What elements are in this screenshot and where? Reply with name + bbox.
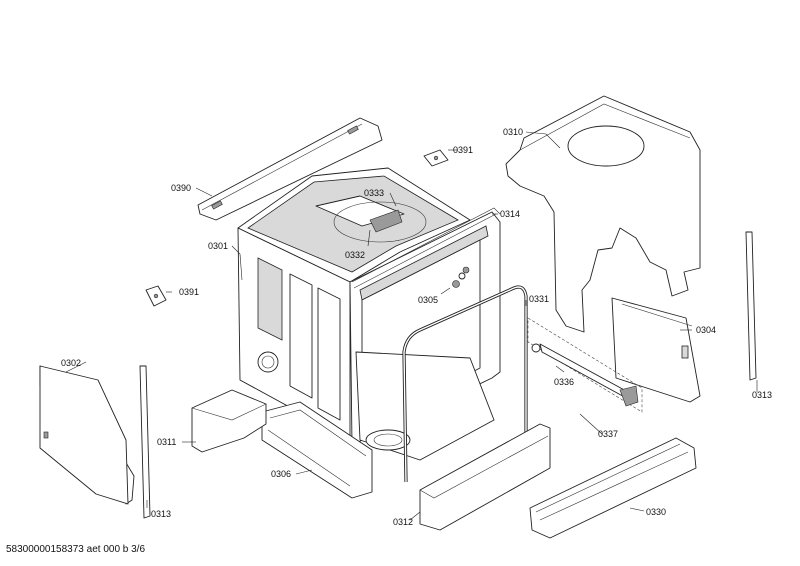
part-0313-strip-left (139, 365, 151, 519)
callout-0313-right: 0313 (752, 390, 772, 400)
part-0304-panel (611, 297, 701, 403)
callout-0305: 0305 (418, 295, 438, 305)
part-0312-foam (419, 423, 551, 531)
part-0301-tub (237, 167, 501, 461)
part-0302-panel (39, 365, 135, 505)
callout-0311: 0311 (157, 437, 176, 447)
callout-0302: 0302 (61, 358, 81, 368)
callout-0330: 0330 (646, 507, 666, 517)
part-0310-insulation (505, 95, 701, 333)
part-0331-hose (402, 285, 528, 483)
callout-0332: 0332 (345, 250, 365, 260)
leader-lines (65, 131, 758, 521)
callout-0301: 0301 (208, 241, 228, 251)
callout-0333: 0333 (364, 188, 384, 198)
part-0306-base (261, 401, 373, 499)
callout-0306: 0306 (271, 469, 291, 479)
part-0391-bracket-left (145, 285, 167, 307)
callout-0310: 0310 (503, 127, 523, 137)
callout-0390: 0390 (171, 183, 191, 193)
callout-0313-left: 0313 (151, 509, 171, 519)
part-0337-rail-assembly (527, 317, 643, 413)
part-0390-top-rail (197, 117, 383, 221)
callout-0391-left: 0391 (179, 287, 199, 297)
part-0305-fittings (452, 266, 470, 288)
callout-0337: 0337 (598, 429, 618, 439)
part-0311-foam (191, 389, 267, 453)
part-0391-bracket-upper (423, 149, 449, 167)
part-0314-seal (351, 207, 501, 289)
callout-0314: 0314 (500, 209, 520, 219)
callout-0304: 0304 (696, 325, 716, 335)
part-0313-strip-right (745, 231, 757, 381)
callout-labels: 0310 0391 0390 0333 0314 0301 0332 0391 … (61, 127, 772, 527)
callout-0331: 0331 (529, 294, 549, 304)
callout-0336: 0336 (554, 377, 574, 387)
document-code: 58300000158373 aet 000 b 3/6 (6, 544, 146, 555)
callout-0312: 0312 (393, 517, 413, 527)
callout-0391-upper: 0391 (453, 145, 473, 155)
part-0330-strip (529, 437, 697, 539)
